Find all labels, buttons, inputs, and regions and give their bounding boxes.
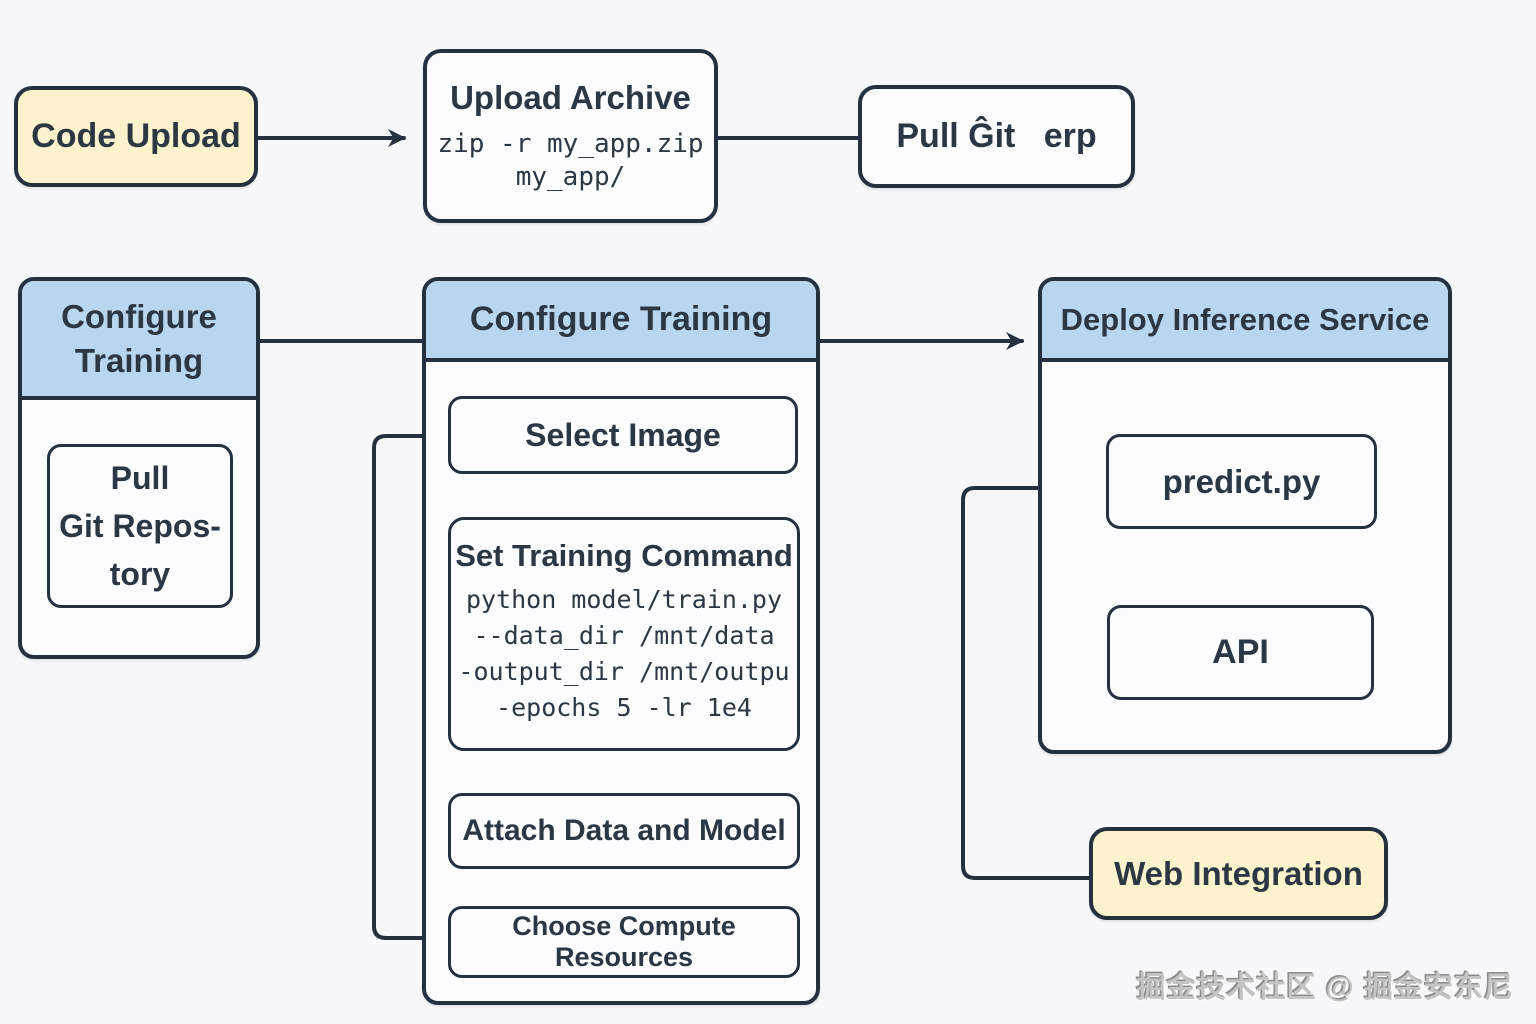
- code-line: my_app/: [515, 162, 626, 192]
- node-line: tory: [109, 556, 171, 592]
- node-upload-archive: Upload Archive zip -r my_app.zip my_app/: [423, 49, 718, 223]
- node-set-training-command: Set Training Command python model/train.…: [448, 517, 800, 751]
- node-set-training-command-title: Set Training Command: [455, 538, 793, 573]
- panel-header-configure-training-left: Configure Training: [22, 281, 256, 400]
- panel-configure-training-left: Configure Training Pull Git Repos- tory: [18, 277, 260, 659]
- code-line: zip -r my_app.zip: [437, 129, 704, 159]
- node-pull-git: Pull Ĝit erp: [858, 85, 1135, 188]
- node-set-training-command-code: python model/train.py --data_dir /mnt/da…: [458, 582, 789, 726]
- code-line: -epochs 5 -lr 1e4: [496, 693, 752, 722]
- code-line: --data_dir /mnt/data: [473, 621, 775, 650]
- node-api: API: [1107, 605, 1374, 700]
- node-attach-data-and-model: Attach Data and Model: [448, 793, 800, 869]
- panel-header-deploy-inference-service: Deploy Inference Service: [1042, 281, 1448, 362]
- node-choose-compute-resources: Choose Compute Resources: [448, 906, 800, 978]
- panel-deploy-inference-service: Deploy Inference Service predict.py API: [1038, 277, 1452, 754]
- node-select-image-label: Select Image: [525, 416, 721, 453]
- loop-bracket-select-to-choose: [372, 434, 424, 940]
- node-select-image: Select Image: [448, 396, 798, 474]
- arrow-web-integration-to-predict: [961, 479, 1092, 880]
- node-code-upload: Code Upload: [14, 86, 258, 187]
- panel-configure-training-center: Configure Training Select Image Set Trai…: [422, 277, 820, 1005]
- node-pull-git-repository: Pull Git Repos- tory: [47, 444, 233, 608]
- panel-header-configure-training-center: Configure Training: [426, 281, 816, 362]
- node-upload-archive-code: zip -r my_app.zip my_app/: [437, 128, 703, 194]
- node-line: Pull: [110, 460, 170, 496]
- node-predict-py-label: predict.py: [1162, 462, 1321, 500]
- node-code-upload-label: Code Upload: [31, 117, 241, 155]
- panel-header-label: Configure Training: [61, 297, 217, 379]
- code-line: -output_dir /mnt/outpu: [458, 657, 790, 686]
- node-api-label: API: [1212, 633, 1269, 671]
- code-line: python model/train.py: [465, 585, 783, 614]
- node-predict-py: predict.py: [1106, 434, 1377, 529]
- node-attach-data-label: Attach Data and Model: [462, 814, 786, 847]
- node-line: Git Repos-: [59, 508, 221, 544]
- panel-header-label: Deploy Inference Service: [1060, 301, 1430, 337]
- node-choose-compute-label: Choose Compute Resources: [512, 911, 736, 972]
- panel-header-label: Configure Training: [469, 300, 773, 338]
- node-pull-git-label: Pull Ĝit erp: [896, 117, 1097, 155]
- watermark: 掘金技术社区 @ 掘金安东尼: [1136, 972, 1514, 1004]
- node-upload-archive-title: Upload Archive: [450, 79, 691, 116]
- node-web-integration: Web Integration: [1089, 827, 1388, 920]
- node-web-integration-label: Web Integration: [1114, 854, 1363, 892]
